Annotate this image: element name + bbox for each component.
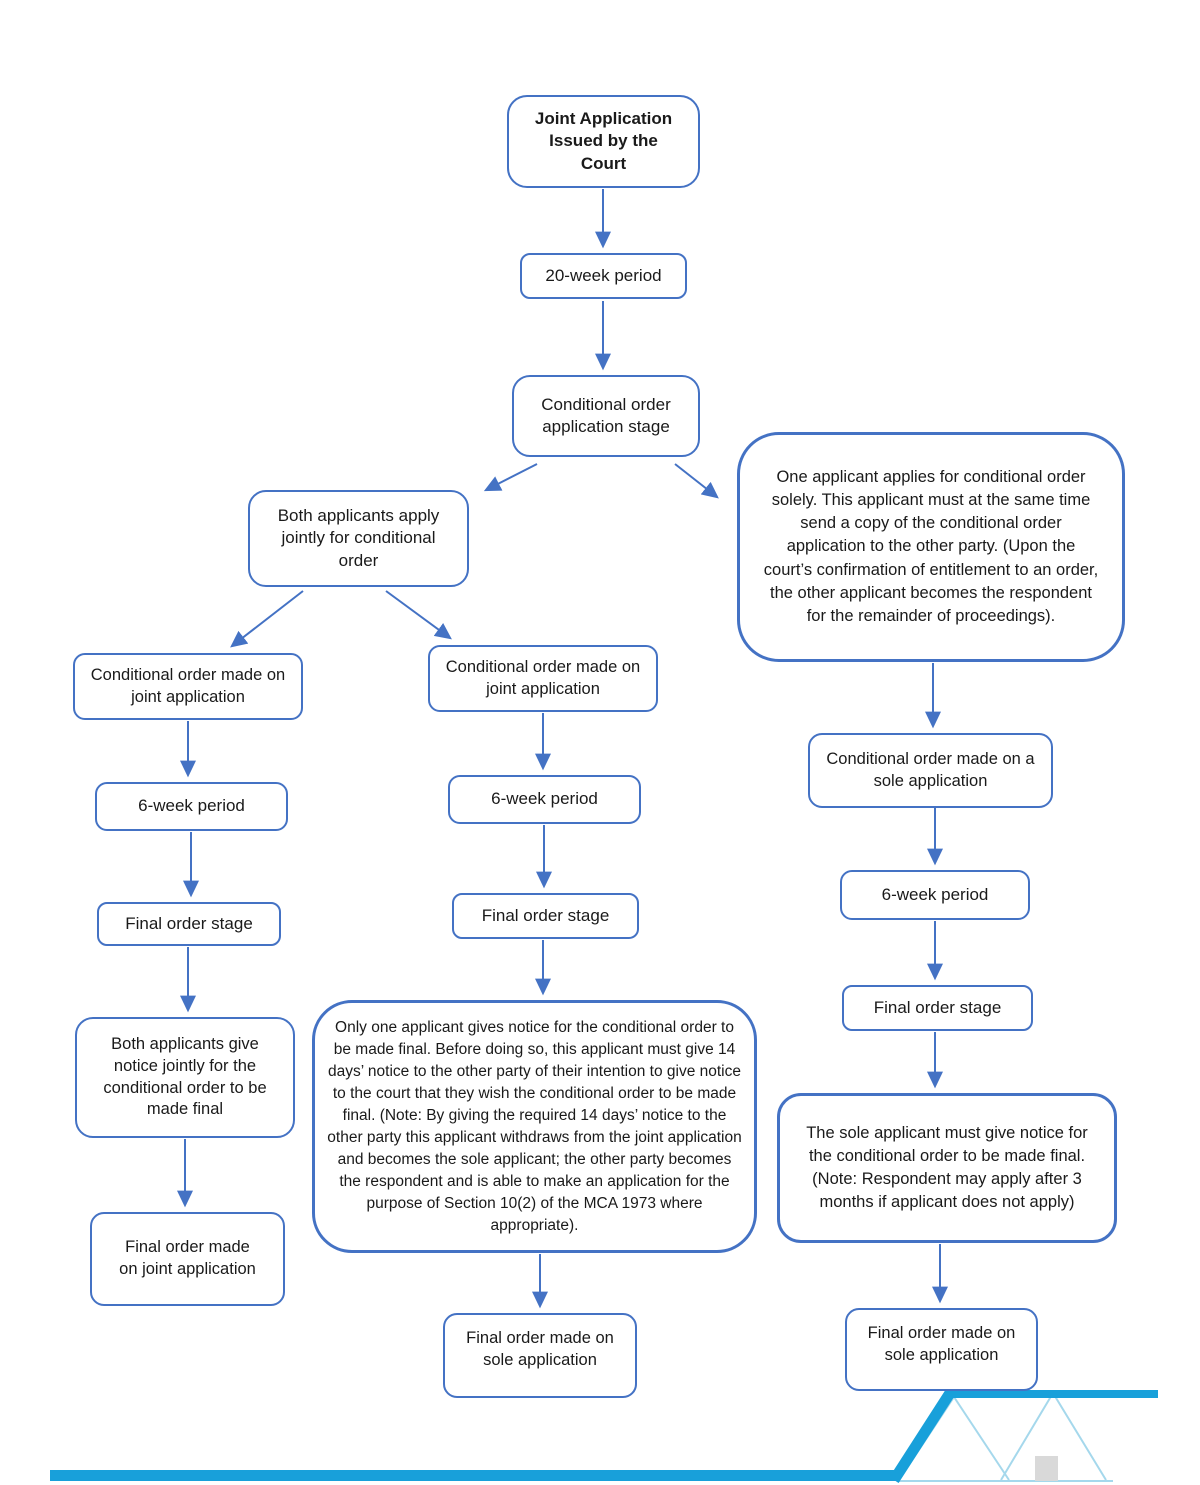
connector-arrows: [177, 189, 948, 1309]
node-final-order-made-joint-application: Final order made on joint application: [90, 1212, 285, 1306]
cyan-diagonal: [889, 1390, 955, 1483]
arrow-condstage-to-onesole: [674, 463, 719, 499]
node-one-applicant-applies-solely: One applicant applies for conditional or…: [737, 432, 1125, 662]
node-sole-applicant-must-give-notice: The sole applicant must give notice for …: [777, 1093, 1117, 1243]
node-mid-6-week-period: 6-week period: [448, 775, 641, 824]
node-mid-conditional-order-made-joint: Conditional order made on joint applicat…: [428, 645, 658, 712]
cyan-top-line: [947, 1390, 1158, 1398]
decorative-mountain-graphics: [50, 1390, 1158, 1483]
node-left-conditional-order-made-joint: Conditional order made on joint applicat…: [73, 653, 303, 720]
node-right-final-order-made-sole: Final order made on sole application: [845, 1308, 1038, 1391]
cyan-bottom-bar: [50, 1470, 898, 1481]
node-only-one-applicant-gives-notice: Only one applicant gives notice for the …: [312, 1000, 757, 1253]
node-right-final-order-stage: Final order stage: [842, 985, 1033, 1031]
node-right-6-week-period: 6-week period: [840, 870, 1030, 920]
node-mid-final-order-made-sole: Final order made on sole application: [443, 1313, 637, 1398]
node-conditional-order-application-stage: Conditional order application stage: [512, 375, 700, 457]
arrow-bothapply-to-mid: [385, 590, 452, 640]
node-joint-application-issued: Joint Application Issued by the Court: [507, 95, 700, 188]
node-both-applicants-give-notice: Both applicants give notice jointly for …: [75, 1017, 295, 1138]
node-conditional-order-made-sole: Conditional order made on a sole applica…: [808, 733, 1053, 808]
node-left-final-order-stage: Final order stage: [97, 902, 281, 946]
node-left-6-week-period: 6-week period: [95, 782, 288, 831]
node-both-applicants-apply-jointly: Both applicants apply jointly for condit…: [248, 490, 469, 587]
node-20-week-period: 20-week period: [520, 253, 687, 299]
arrow-condstage-to-bothapply: [483, 463, 538, 492]
gray-block: [1035, 1456, 1058, 1481]
arrow-bothapply-to-left: [230, 590, 304, 648]
node-mid-final-order-stage: Final order stage: [452, 893, 639, 939]
